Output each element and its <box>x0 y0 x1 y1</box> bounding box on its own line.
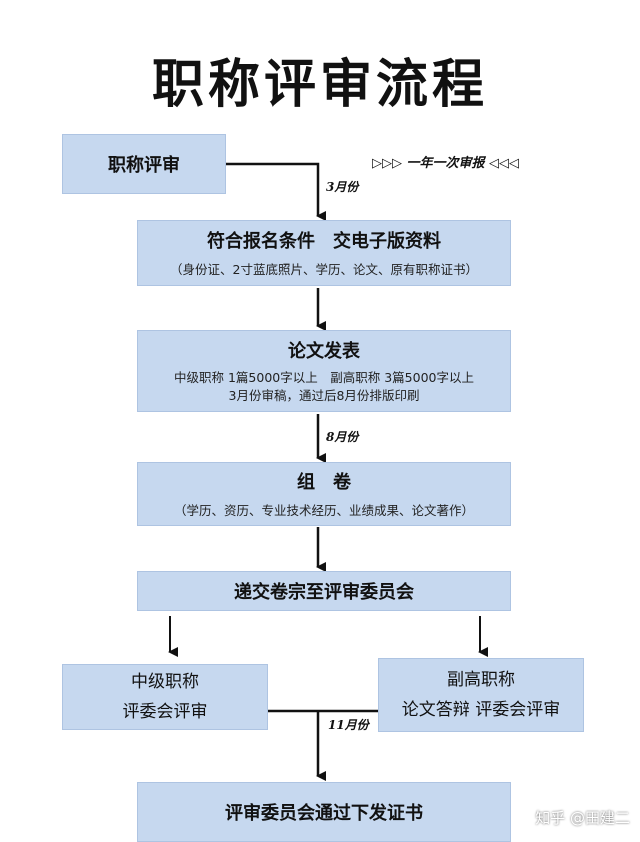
connector-apply-to-conditions <box>226 162 326 221</box>
branch-mid-line-1: 中级职称 <box>131 672 199 692</box>
step-paper-detail-2: 3月份审稿，通过后8月份排版印刷 <box>228 388 420 403</box>
step-conditions-detail: （身份证、2寸蓝底照片、学历、论文、原有职称证书） <box>170 262 478 277</box>
step-assemble: 组 卷 （学历、资历、专业技术经历、业绩成果、论文著作） <box>137 462 511 526</box>
step-conditions: 符合报名条件 交电子版资料 （身份证、2寸蓝底照片、学历、论文、原有职称证书） <box>137 220 511 286</box>
watermark: 知乎 @田建二 <box>535 809 630 827</box>
step-apply-label: 职称评审 <box>108 155 180 176</box>
branch-senior-line-2: 论文答辩 评委会评审 <box>401 700 561 720</box>
page-title: 职称评审流程 <box>151 55 488 115</box>
step-submit-label: 递交卷宗至评审委员会 <box>234 582 414 603</box>
label-month-11: 11月份 <box>328 718 369 732</box>
label-month-3: 3月份 <box>326 180 359 194</box>
step-assemble-detail: （学历、资历、专业技术经历、业绩成果、论文著作） <box>173 503 474 518</box>
branch-senior-level: 副高职称 论文答辩 评委会评审 <box>378 658 584 732</box>
step-final: 评审委员会通过下发证书 <box>137 782 511 842</box>
branch-senior-line-1: 副高职称 <box>447 670 515 690</box>
step-apply: 职称评审 <box>62 134 226 194</box>
step-assemble-label: 组 卷 <box>297 472 351 493</box>
annual-note: ▷▷▷ 一年一次审报 ◁◁◁ <box>372 156 520 171</box>
step-final-label: 评审委员会通过下发证书 <box>225 803 423 824</box>
step-paper-detail-1: 中级职称 1篇5000字以上 副高职称 3篇5000字以上 <box>174 370 474 385</box>
step-paper: 论文发表 中级职称 1篇5000字以上 副高职称 3篇5000字以上 3月份审稿… <box>137 330 511 412</box>
step-paper-label: 论文发表 <box>288 341 360 362</box>
step-conditions-label: 符合报名条件 交电子版资料 <box>207 231 441 252</box>
label-month-8: 8月份 <box>326 430 359 444</box>
branch-mid-line-2: 评委会评审 <box>122 702 208 722</box>
step-submit: 递交卷宗至评审委员会 <box>137 571 511 611</box>
branch-mid-level: 中级职称 评委会评审 <box>62 664 268 730</box>
